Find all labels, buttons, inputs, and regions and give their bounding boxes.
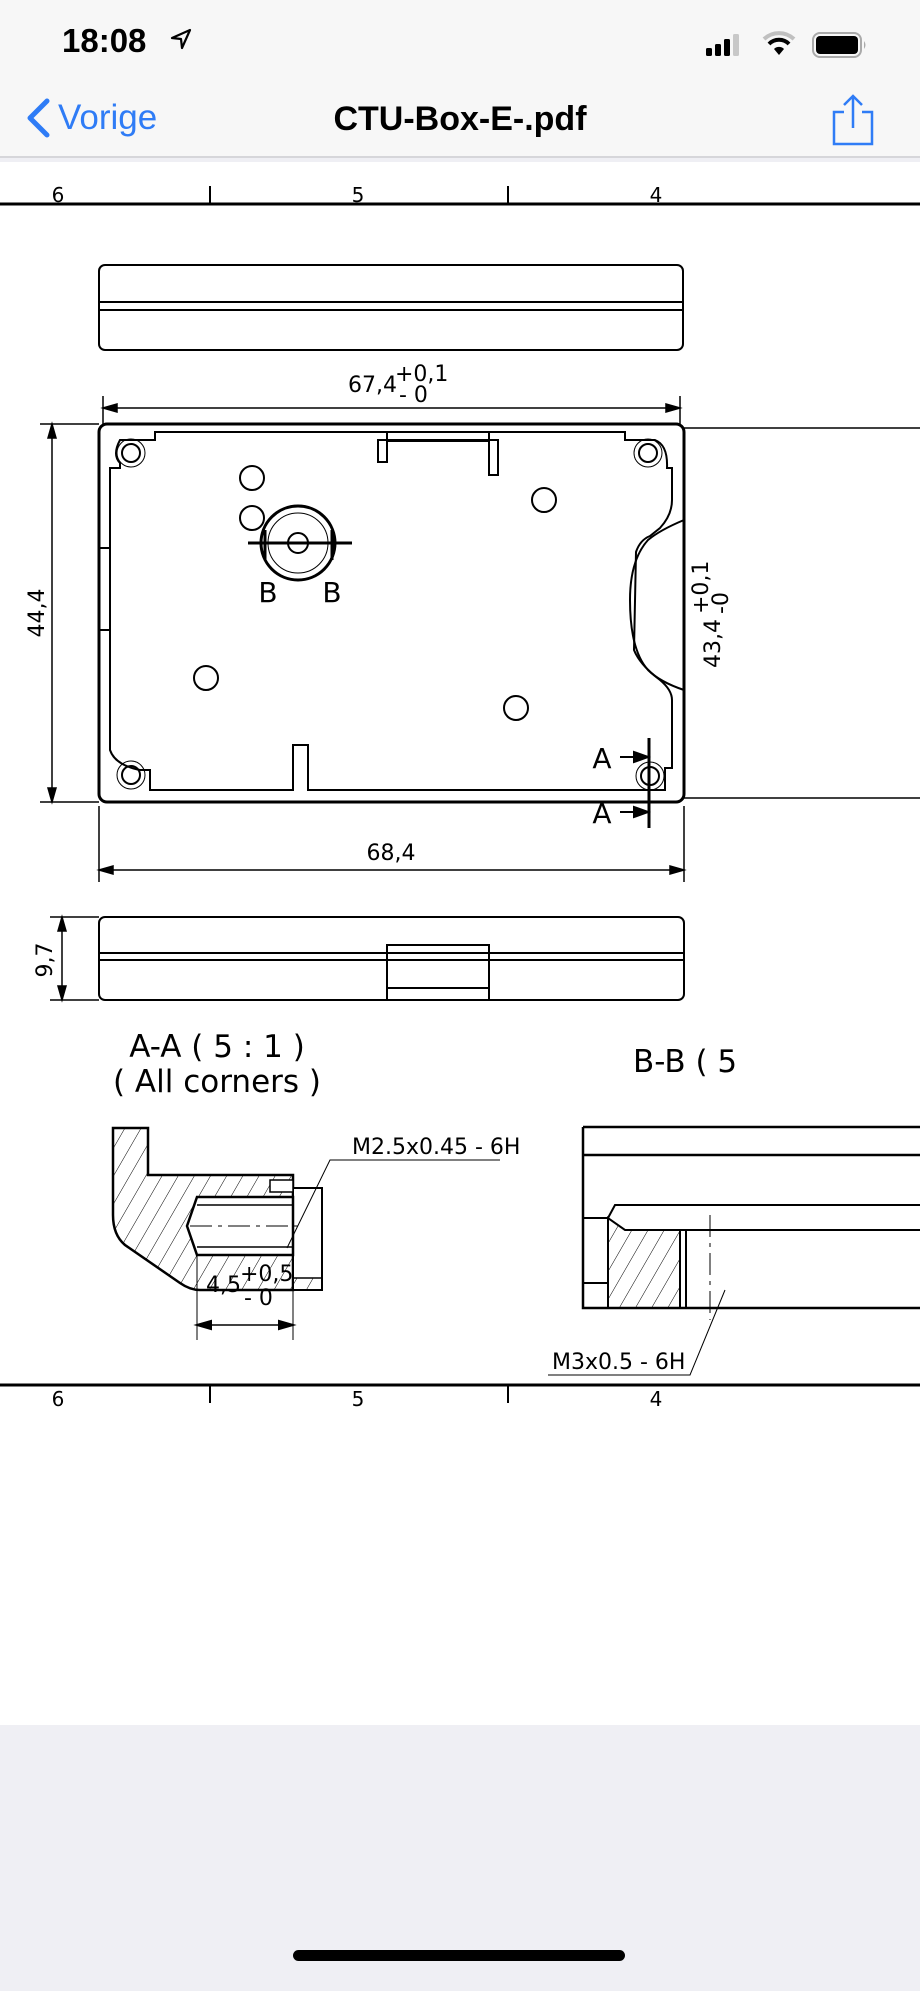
ruler-label: 6 xyxy=(52,183,65,207)
dim-tolerance: -0 xyxy=(709,592,734,614)
thread-callout: M2.5x0.45 - 6H xyxy=(352,1135,520,1160)
back-button[interactable]: Vorige xyxy=(26,98,157,138)
section-label: B xyxy=(258,576,277,609)
hole xyxy=(239,505,265,531)
dimension-depth xyxy=(50,914,99,1003)
pdf-page[interactable]: 6 5 4 6 5 4 67,4 +0,1 - 0 44,4 43,4 +0,1… xyxy=(0,162,920,1725)
navigation-bar: Vorige CTU-Box-E-.pdf xyxy=(0,80,920,158)
section-subtitle: ( All corners ) xyxy=(113,1064,321,1100)
dimension-height xyxy=(40,421,99,805)
section-title: B-B ( 5 xyxy=(633,1044,737,1080)
back-label: Vorige xyxy=(58,98,158,137)
ruler-label: 5 xyxy=(352,183,365,207)
dim-tolerance: +0,5 xyxy=(240,1262,293,1287)
ruler-label: 6 xyxy=(52,1387,65,1411)
dim-height: 44,4 xyxy=(25,589,50,638)
status-bar: 18:08 xyxy=(0,0,920,80)
dim-inner-width: 67,4 xyxy=(348,373,397,398)
plan-view xyxy=(97,422,920,828)
battery-icon xyxy=(812,32,866,58)
section-label: A xyxy=(592,742,611,775)
ruler-label: 5 xyxy=(352,1387,365,1411)
ruler-label: 4 xyxy=(650,183,663,207)
location-arrow-icon xyxy=(170,28,192,50)
dim-depth: 9,7 xyxy=(33,943,58,978)
hole xyxy=(239,465,265,491)
top-view xyxy=(98,264,684,351)
signal-icon xyxy=(706,34,739,56)
side-view xyxy=(98,916,685,1001)
hole xyxy=(503,695,529,721)
section-aa xyxy=(111,1126,500,1340)
dimension-inner-width xyxy=(100,396,683,424)
hole xyxy=(531,487,557,513)
section-label: B xyxy=(322,576,341,609)
dim-hole-depth: 4,5 xyxy=(206,1273,241,1298)
section-title: A-A ( 5 : 1 ) xyxy=(129,1029,305,1065)
dim-tolerance: +0,1 xyxy=(689,561,714,614)
wifi-icon xyxy=(762,31,796,55)
dim-outer-width: 68,4 xyxy=(367,841,416,866)
technical-drawing: 6 5 4 6 5 4 67,4 +0,1 - 0 44,4 43,4 +0,1… xyxy=(0,183,920,1411)
ruler-label: 4 xyxy=(650,1387,663,1411)
dim-tolerance: - 0 xyxy=(399,383,428,408)
dim-tolerance: - 0 xyxy=(244,1286,273,1311)
share-icon[interactable] xyxy=(830,94,876,146)
section-bb xyxy=(548,1125,920,1376)
home-indicator[interactable] xyxy=(293,1950,625,1961)
thread-callout: M3x0.5 - 6H xyxy=(552,1350,685,1375)
dimension-outer-width xyxy=(96,806,687,882)
dim-tolerance: +0,1 xyxy=(395,362,448,387)
section-label: A xyxy=(592,797,611,830)
status-time: 18:08 xyxy=(62,22,147,59)
dim-height-right: 43,4 xyxy=(701,619,726,668)
hole xyxy=(193,665,219,691)
chevron-left-icon xyxy=(27,98,50,138)
